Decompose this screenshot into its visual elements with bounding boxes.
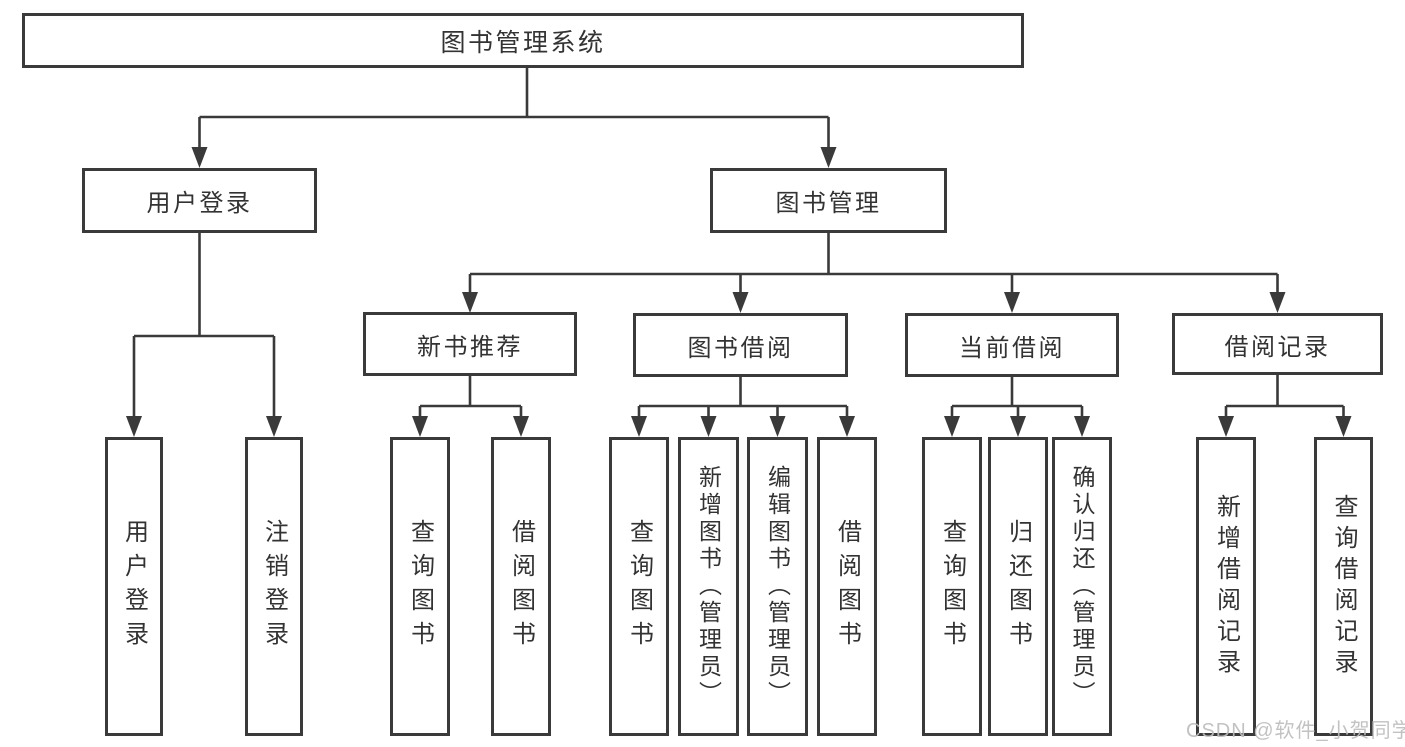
node-leaf-user-login: 用户登录	[105, 437, 163, 736]
node-book-management: 图书管理	[710, 168, 947, 233]
node-leaf-return-book: 归还图书	[988, 437, 1048, 736]
node-leaf-add-book-admin: 新增图书（管理员）	[678, 437, 739, 736]
connector-book-mgmt	[468, 233, 1279, 295]
node-borrow-record: 借阅记录	[1172, 313, 1383, 375]
node-leaf-edit-book-admin: 编辑图书（管理员）	[747, 437, 808, 736]
node-leaf-query-book-1: 查询图书	[390, 437, 450, 736]
connector-user-login	[132, 233, 276, 419]
node-user-login: 用户登录	[82, 168, 317, 233]
node-book-borrow: 图书借阅	[633, 313, 848, 377]
csdn-watermark: CSDN @软件_小贺同学	[1186, 720, 1405, 742]
node-new-book-recommendation: 新书推荐	[363, 312, 577, 376]
node-leaf-logout-login: 注销登录	[245, 437, 303, 736]
connector-book-borrow	[637, 377, 849, 419]
connector-new-book-rec	[418, 376, 523, 419]
node-leaf-add-borrow-record: 新增借阅记录	[1196, 437, 1256, 736]
node-leaf-query-book-2: 查询图书	[609, 437, 669, 736]
node-leaf-query-borrow-record: 查询借阅记录	[1314, 437, 1373, 736]
node-leaf-borrow-book-1: 借阅图书	[491, 437, 551, 736]
node-leaf-query-book-3: 查询图书	[922, 437, 982, 736]
node-leaf-borrow-book-2: 借阅图书	[817, 437, 877, 736]
node-current-borrow: 当前借阅	[905, 313, 1119, 377]
node-leaf-confirm-return-admin: 确认归还（管理员）	[1052, 437, 1112, 736]
connector-current-borrow	[950, 377, 1084, 419]
node-library-management-system: 图书管理系统	[22, 13, 1024, 68]
connector-borrow-record	[1224, 375, 1345, 419]
connector-root	[198, 68, 830, 150]
